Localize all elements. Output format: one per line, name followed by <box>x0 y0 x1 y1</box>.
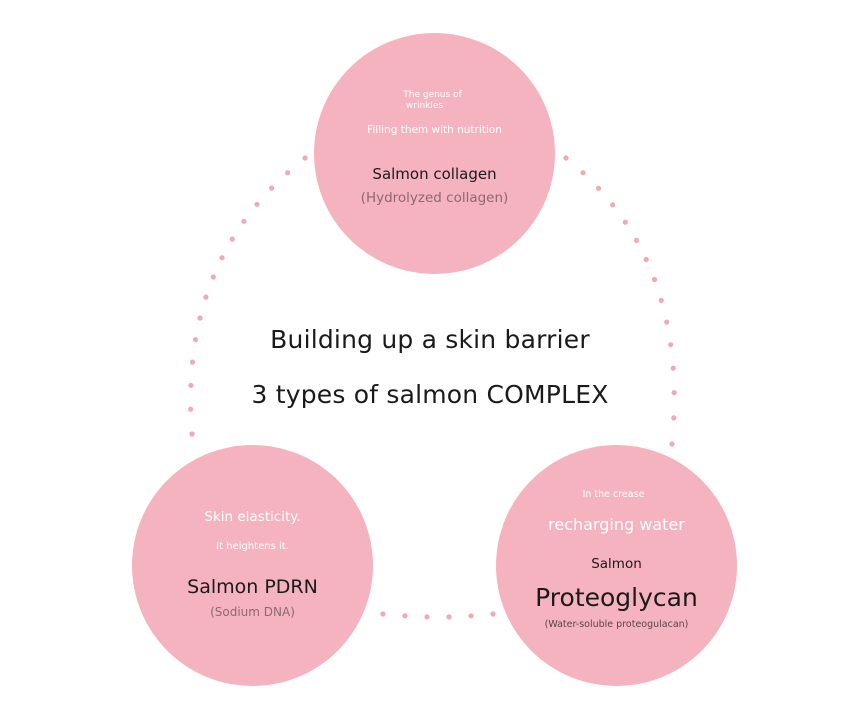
connector-dot <box>668 342 674 348</box>
right-subtitle: recharging water <box>548 515 685 534</box>
top-subtitle: Filling them with nutrition <box>367 124 502 136</box>
top-circle: The genus of wrinkles Filling them with … <box>314 33 555 274</box>
connector-dot <box>188 382 194 388</box>
connector-dot <box>229 236 235 242</box>
connector-dot <box>664 319 670 325</box>
connector-dot <box>580 170 586 176</box>
connector-dot <box>633 237 640 243</box>
top-small-2: wrinkles <box>405 101 444 111</box>
left-line-2: It heightens it. <box>216 541 289 552</box>
right-title: Proteoglycan <box>535 583 698 612</box>
connector-dot <box>302 155 308 161</box>
right-small: In the crease <box>582 489 645 500</box>
left-circle: Skin elasticity. It heightens it. Salmon… <box>132 445 373 686</box>
connector-dot <box>595 185 602 191</box>
connector-dot <box>380 611 386 617</box>
connector-dot <box>658 297 664 303</box>
connector-dot <box>219 255 225 261</box>
connector-dot <box>490 611 496 617</box>
connector-dot <box>671 390 677 396</box>
connector-dot <box>188 406 194 412</box>
connector-dot <box>402 613 408 619</box>
center-heading-2: 3 types of salmon COMPLEX <box>251 380 609 409</box>
connector-dot <box>269 185 275 191</box>
connector-dot <box>241 218 247 224</box>
top-small-1: The genus of <box>403 90 462 100</box>
connector-dot <box>468 613 474 619</box>
connector-dot <box>446 614 452 620</box>
connector-dot <box>203 294 209 300</box>
right-pre-title: Salmon <box>591 556 642 572</box>
connector-dot <box>285 170 291 176</box>
connector-dot <box>622 219 628 225</box>
connector-dot <box>254 201 260 207</box>
top-title: Salmon collagen <box>372 165 497 183</box>
connector-dot <box>192 337 199 343</box>
top-paren: (Hydrolyzed collagen) <box>360 190 509 206</box>
connector-dot <box>189 431 195 437</box>
connector-dot <box>651 276 658 283</box>
connector-dot <box>210 274 216 280</box>
left-line-1: Skin elasticity. <box>204 509 301 525</box>
connector-dot <box>669 441 675 447</box>
right-paren: (Water-soluble proteogulacan) <box>544 619 689 630</box>
right-circle: In the crease recharging water Salmon Pr… <box>496 445 737 686</box>
connector-dot <box>643 256 649 263</box>
connector-dot <box>424 614 430 620</box>
connector-dot <box>670 365 676 371</box>
connector-dot <box>563 155 569 161</box>
left-title: Salmon PDRN <box>187 576 318 598</box>
connector-dot <box>189 359 196 365</box>
center-heading-1: Building up a skin barrier <box>270 325 590 354</box>
left-paren: (Sodium DNA) <box>210 605 295 619</box>
connector-dot <box>671 415 677 421</box>
connector-dot <box>197 315 203 321</box>
connector-dot <box>610 202 616 208</box>
